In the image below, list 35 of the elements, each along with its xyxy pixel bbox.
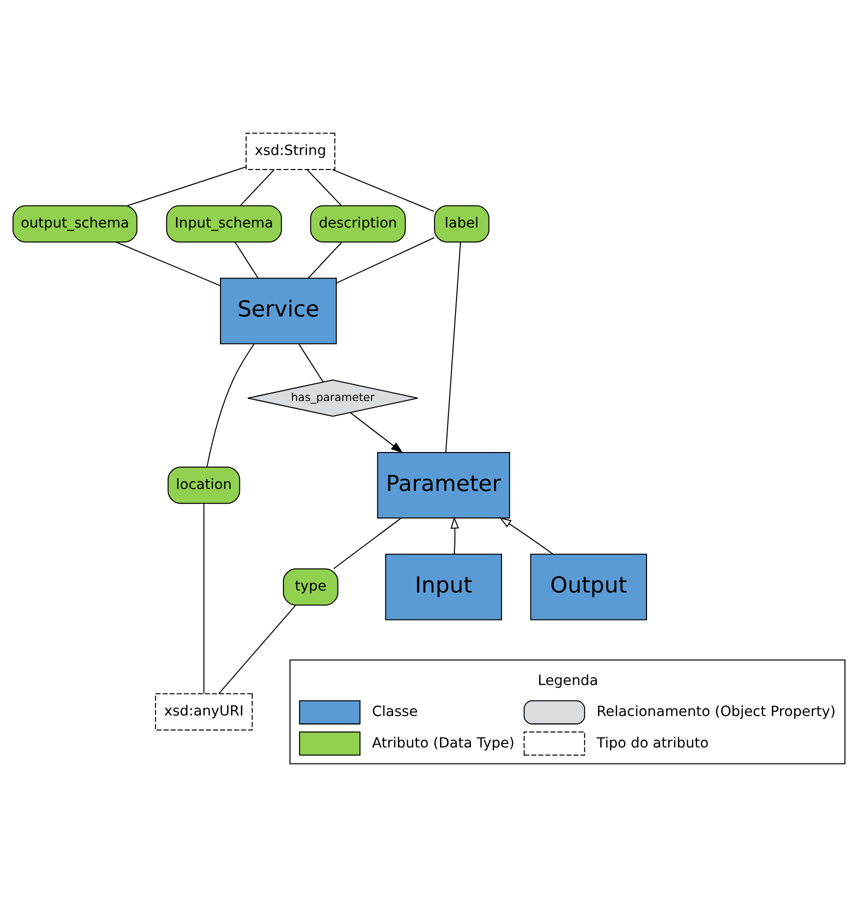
node-box: location (167, 466, 240, 504)
node-box: label (434, 204, 489, 242)
connector (332, 517, 401, 569)
connector (298, 343, 324, 382)
node-box: xsd:anyURI (154, 692, 252, 730)
node-box: description (310, 204, 406, 242)
connector (202, 503, 204, 694)
connector (336, 236, 434, 284)
arrow (450, 516, 459, 554)
connector (115, 241, 220, 286)
connector (306, 168, 342, 206)
node-box: Parameter (376, 452, 510, 518)
node-box: Input (384, 553, 502, 620)
node-box: Service (220, 277, 336, 344)
arrow (498, 516, 553, 554)
connector (332, 168, 434, 212)
connector (307, 241, 342, 278)
node-box: type (282, 568, 338, 606)
arrow (350, 412, 403, 453)
node-diamond: has_parameter (246, 378, 418, 416)
connector (234, 241, 258, 278)
node-box: Output (530, 553, 647, 620)
legend-label: Atributo (Data Type) (372, 734, 514, 751)
node-box: Input_schema (166, 204, 282, 242)
node-box: output_schema (12, 204, 137, 242)
label: Legenda (537, 672, 598, 688)
connector (218, 604, 296, 694)
connector (206, 343, 254, 467)
legend-label: Classe (372, 704, 418, 720)
legend-label: Relacionamento (Object Property) (596, 704, 836, 720)
legend-label: Tipo do atributo (596, 734, 708, 751)
connector (239, 168, 274, 206)
connector (444, 242, 460, 452)
node-box: xsd:String (245, 132, 335, 170)
connector (127, 166, 246, 206)
